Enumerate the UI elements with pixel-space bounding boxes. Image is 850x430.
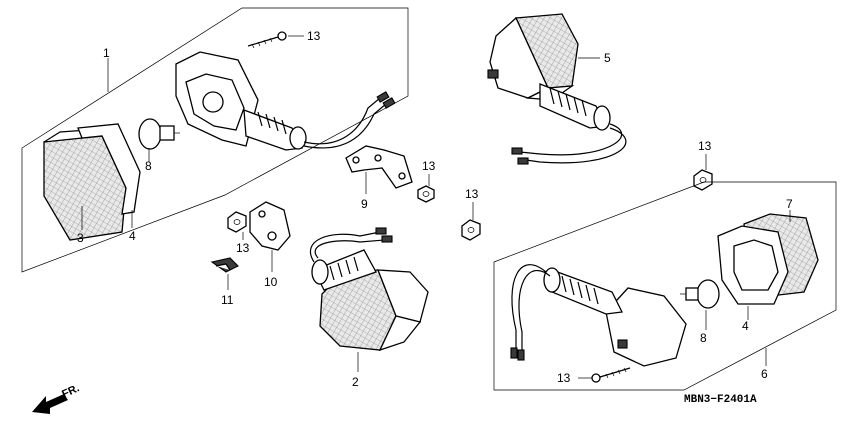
marking-plate-lower — [617, 339, 628, 349]
callout-13-b: 13 — [465, 187, 479, 201]
callout-7: 7 — [786, 197, 793, 211]
assembly-outline-6 — [493, 181, 837, 391]
wire-harness-rear-right — [511, 264, 551, 352]
connector-front-left-a — [376, 91, 390, 103]
wire-harness-rear-upper — [519, 123, 627, 164]
callout-4-right: 4 — [742, 319, 749, 333]
front-direction-arrow: FR. — [32, 382, 81, 414]
wire-clamp[interactable] — [210, 257, 239, 273]
winker-body-rear-right[interactable] — [543, 267, 687, 367]
marking-plate-upper — [487, 69, 499, 79]
callout-6: 6 — [761, 367, 768, 381]
connector-rear-upper-a — [511, 147, 523, 155]
bracket-upper[interactable] — [345, 145, 413, 189]
screw-front-left[interactable] — [247, 31, 287, 49]
connector-front-left-b — [382, 97, 396, 109]
bracket-lower[interactable] — [249, 201, 291, 251]
arrow-icon — [32, 394, 68, 414]
connector-rear-right-a — [510, 347, 518, 359]
connector-front-right-b — [381, 235, 393, 243]
lens-gasket-rear-right[interactable] — [717, 225, 789, 305]
callout-5: 5 — [604, 51, 611, 65]
callout-13-a: 13 — [422, 159, 436, 173]
callout-8-left: 8 — [145, 159, 152, 173]
lens-gasket-front-left[interactable] — [77, 123, 141, 215]
callout-12-top: 13 — [307, 29, 321, 43]
winker-rear-upper[interactable] — [487, 13, 611, 131]
nut-c[interactable] — [693, 169, 713, 191]
callout-13-c: 13 — [698, 139, 712, 153]
callout-9: 9 — [361, 197, 368, 211]
connector-rear-upper-b — [517, 157, 529, 165]
front-direction-label: FR. — [60, 382, 81, 400]
screw-rear-right[interactable] — [591, 367, 631, 383]
wire-harness-front-right — [309, 231, 385, 263]
callout-1: 1 — [103, 46, 110, 60]
assembly-outline-1 — [21, 7, 409, 273]
callout-2: 2 — [352, 375, 359, 389]
nut-d[interactable] — [227, 211, 247, 233]
bulb-rear-right[interactable] — [680, 279, 720, 309]
wire-harness-front-left — [303, 97, 387, 149]
callout-13-d: 13 — [236, 241, 250, 255]
callout-12-bottom: 13 — [557, 371, 571, 385]
bulb-front-left[interactable] — [138, 118, 180, 150]
nut-a[interactable] — [417, 185, 435, 203]
nut-b[interactable] — [461, 219, 481, 241]
connector-front-right-a — [375, 227, 387, 235]
callout-3: 3 — [77, 231, 84, 245]
winker-body-front-left[interactable] — [175, 51, 307, 151]
diagram-code: MBN3−F2401A — [684, 394, 757, 406]
winker-front-right[interactable] — [311, 249, 429, 352]
callout-8-right: 8 — [700, 331, 707, 345]
connector-rear-right-b — [517, 349, 525, 361]
callout-11: 11 — [221, 293, 234, 307]
callout-10: 10 — [264, 275, 278, 289]
callout-4-left: 4 — [129, 229, 136, 243]
